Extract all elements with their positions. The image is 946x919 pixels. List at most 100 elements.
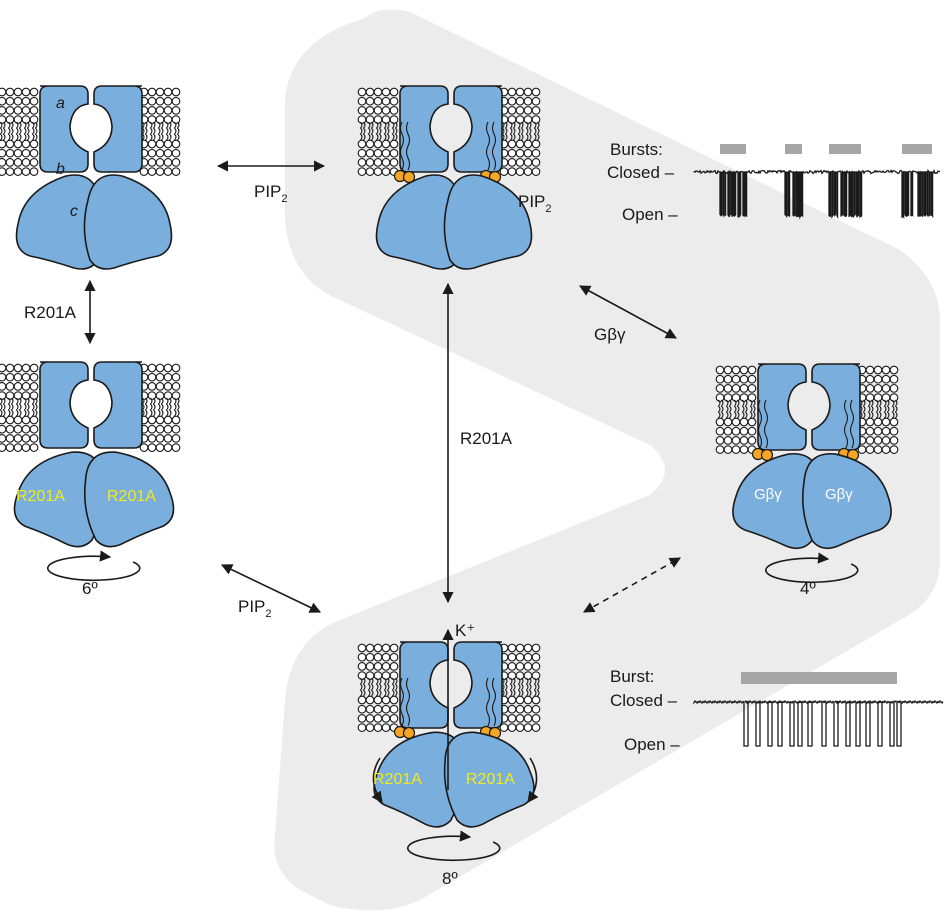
domain-c-label: c [70, 203, 78, 220]
lipid-head [381, 115, 391, 124]
lipid-head [889, 426, 899, 436]
lipid-head [381, 714, 391, 723]
lipid-head [155, 382, 165, 391]
transmembrane-domain [93, 361, 143, 449]
lipid-head [389, 87, 399, 97]
pip2-tail [491, 677, 497, 727]
pip2-tail [757, 399, 763, 449]
lipid-head [21, 391, 31, 400]
lipid-head [373, 139, 383, 149]
lipid-head [13, 87, 23, 97]
lipid-head [715, 445, 725, 454]
lipid-head [515, 695, 525, 705]
lipid-head [155, 424, 165, 434]
side-rotation-arrow [371, 757, 383, 803]
trace-top-closed-label: Closed – [607, 163, 675, 182]
lipid-head [5, 167, 15, 176]
lipid-head [29, 443, 39, 452]
lipid-head [747, 417, 757, 427]
lipid-head [373, 723, 383, 732]
lipid-head [531, 662, 541, 671]
lipid-head [163, 372, 173, 382]
lipid-head [389, 643, 399, 653]
transmembrane-domain [757, 363, 807, 451]
gbg-label-2: Gβγ [825, 486, 853, 503]
lipid-head [171, 106, 181, 115]
lipid-head [865, 417, 875, 427]
lipid-head [29, 115, 39, 124]
pip2-top-label: PIP2 [254, 182, 288, 205]
lipid-head [0, 443, 7, 452]
lipid-head [515, 643, 525, 653]
trace-top-waveform [693, 168, 941, 220]
trace-top-bursts-label: Bursts: [610, 140, 663, 159]
rotation-arrow [406, 830, 501, 862]
lipid-head [163, 167, 173, 176]
lipid-head [29, 415, 39, 425]
lipid-head [0, 158, 7, 167]
lipid-head [715, 374, 725, 384]
lipid-head [739, 417, 749, 427]
lipid-head [865, 445, 875, 454]
lipid-head [163, 158, 173, 167]
dashed-transition-arrow [583, 557, 681, 613]
lipid-head [5, 106, 15, 115]
lipid-head [507, 106, 517, 115]
pip2-tail [405, 677, 411, 727]
lipid-head [507, 158, 517, 167]
lipid-head [381, 671, 391, 680]
lipid-head [381, 96, 391, 106]
lipid-head [171, 391, 181, 400]
trace-bottom-burst-label: Burst: [610, 667, 654, 686]
transmembrane-domain [39, 361, 89, 449]
lipid-head [381, 704, 391, 714]
lipid-head [357, 148, 367, 158]
lipid-head [357, 87, 367, 97]
lipid-head [357, 723, 367, 732]
lipid-head [389, 115, 399, 124]
lipid-head [731, 445, 741, 454]
lipid-head [747, 384, 757, 393]
lipid-head [747, 426, 757, 436]
lipid-head [531, 643, 541, 653]
current-trace [693, 168, 941, 220]
lipid-head [147, 96, 157, 106]
lipid-head [13, 372, 23, 382]
lipid-head [13, 382, 23, 391]
lipid-head [357, 695, 367, 705]
lipid-head [155, 434, 165, 443]
lipid-head [155, 87, 165, 97]
lipid-head [889, 417, 899, 427]
lipid-head [21, 167, 31, 176]
mutation-label-bottom-2: R201A [466, 771, 515, 788]
pip2-tail [763, 399, 769, 449]
burst-bar [741, 672, 897, 684]
lipid-head [155, 167, 165, 176]
lipid-head [365, 695, 375, 705]
lipid-head [515, 148, 525, 158]
lipid-head [155, 363, 165, 373]
lipid-head [507, 652, 517, 662]
lipid-head [747, 374, 757, 384]
lipid-head [723, 445, 733, 454]
r201a-center-label: R201A [460, 429, 513, 448]
trace-bottom-open-label: Open – [624, 735, 680, 754]
lipid-head [373, 643, 383, 653]
lipid-head [731, 393, 741, 402]
lipid-head [13, 106, 23, 115]
lipid-head [29, 148, 39, 158]
lipid-head [531, 139, 541, 149]
lipid-head [365, 139, 375, 149]
lipid-head [163, 96, 173, 106]
channel-r201a [0, 361, 181, 582]
lipid-head [171, 167, 181, 176]
lipid-head [531, 704, 541, 714]
lipid-head [507, 96, 517, 106]
lipid-head [357, 115, 367, 124]
lipid-head [373, 671, 383, 680]
burst-bar [829, 144, 861, 154]
lipid-head [21, 363, 31, 373]
lipid-head [747, 436, 757, 445]
lipid-head [723, 365, 733, 375]
lipid-head [523, 96, 533, 106]
